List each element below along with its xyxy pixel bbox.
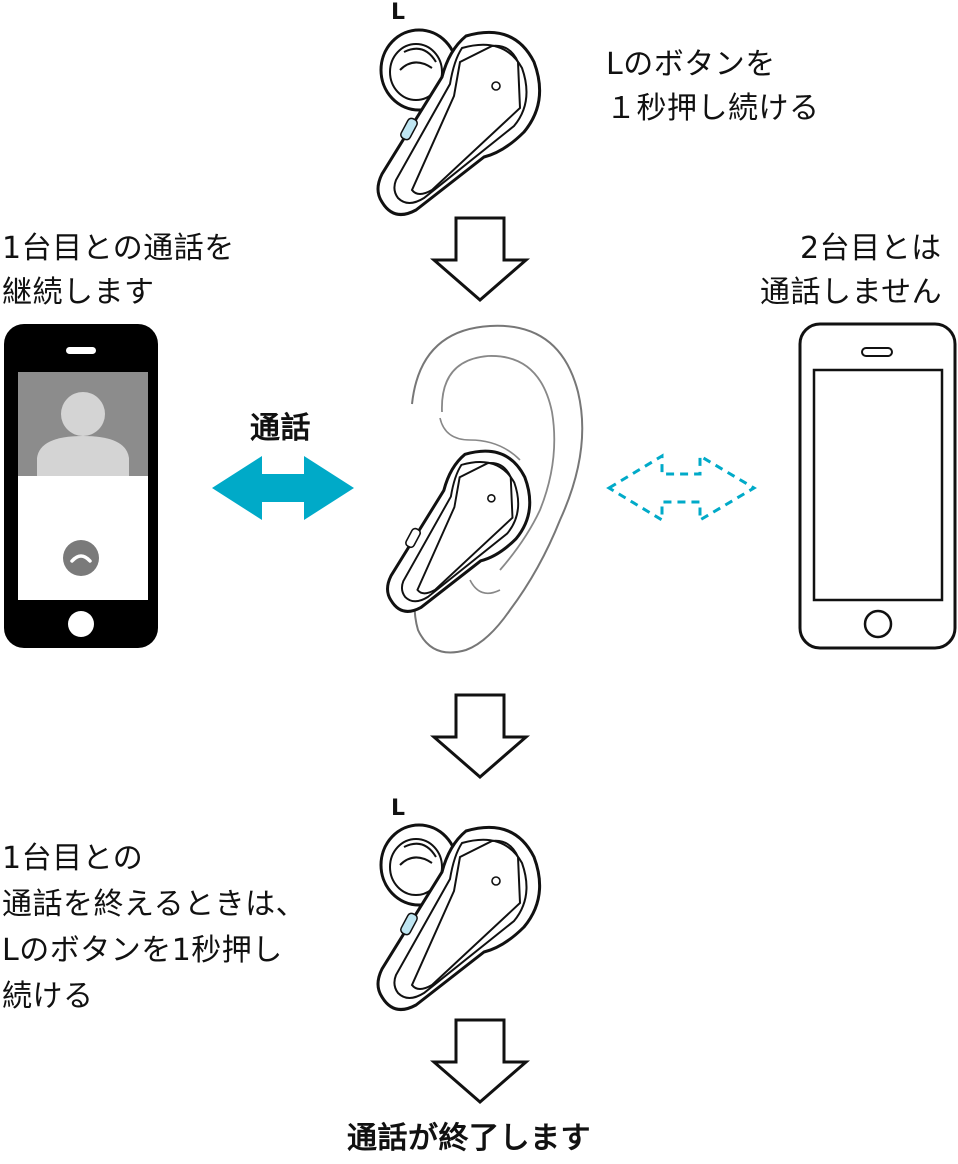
bottom-instruction-line-1: 1台目との xyxy=(2,841,144,876)
down-arrow-1 xyxy=(432,216,528,302)
bottom-earbud-label: L xyxy=(391,796,406,821)
top-instruction-line-2: １秒押し続ける xyxy=(606,91,820,126)
bottom-instruction-line-3: Lのボタンを1秒押し xyxy=(2,933,283,968)
earbud-in-ear xyxy=(386,449,532,613)
bottom-instruction-line-4: 続ける xyxy=(2,979,94,1014)
inactive-connection-arrow xyxy=(606,453,757,523)
active-connection-arrow xyxy=(212,456,354,520)
ear-outline xyxy=(411,324,584,654)
call-label: 通話 xyxy=(250,411,311,446)
left-caption-line-2: 継続します xyxy=(2,275,155,310)
left-caption-line-1: 1台目との通話を xyxy=(2,231,235,266)
down-arrow-2 xyxy=(432,693,528,779)
right-caption-line-1: 2台目とは xyxy=(800,231,942,266)
top-earbud-label: L xyxy=(391,0,406,25)
call-ended-text: 通話が終了します xyxy=(347,1121,591,1156)
right-caption-line-2: 通話しません xyxy=(760,275,943,310)
down-arrow-3 xyxy=(432,1018,528,1104)
top-instruction-line-1: Lのボタンを xyxy=(606,47,776,82)
left-phone-active-call xyxy=(4,324,158,648)
top-earbud-illustration xyxy=(376,28,542,216)
bottom-instruction-line-2: 通話を終えるときは、 xyxy=(2,887,307,922)
bottom-earbud-illustration xyxy=(376,823,542,1011)
right-phone-idle xyxy=(798,322,957,650)
